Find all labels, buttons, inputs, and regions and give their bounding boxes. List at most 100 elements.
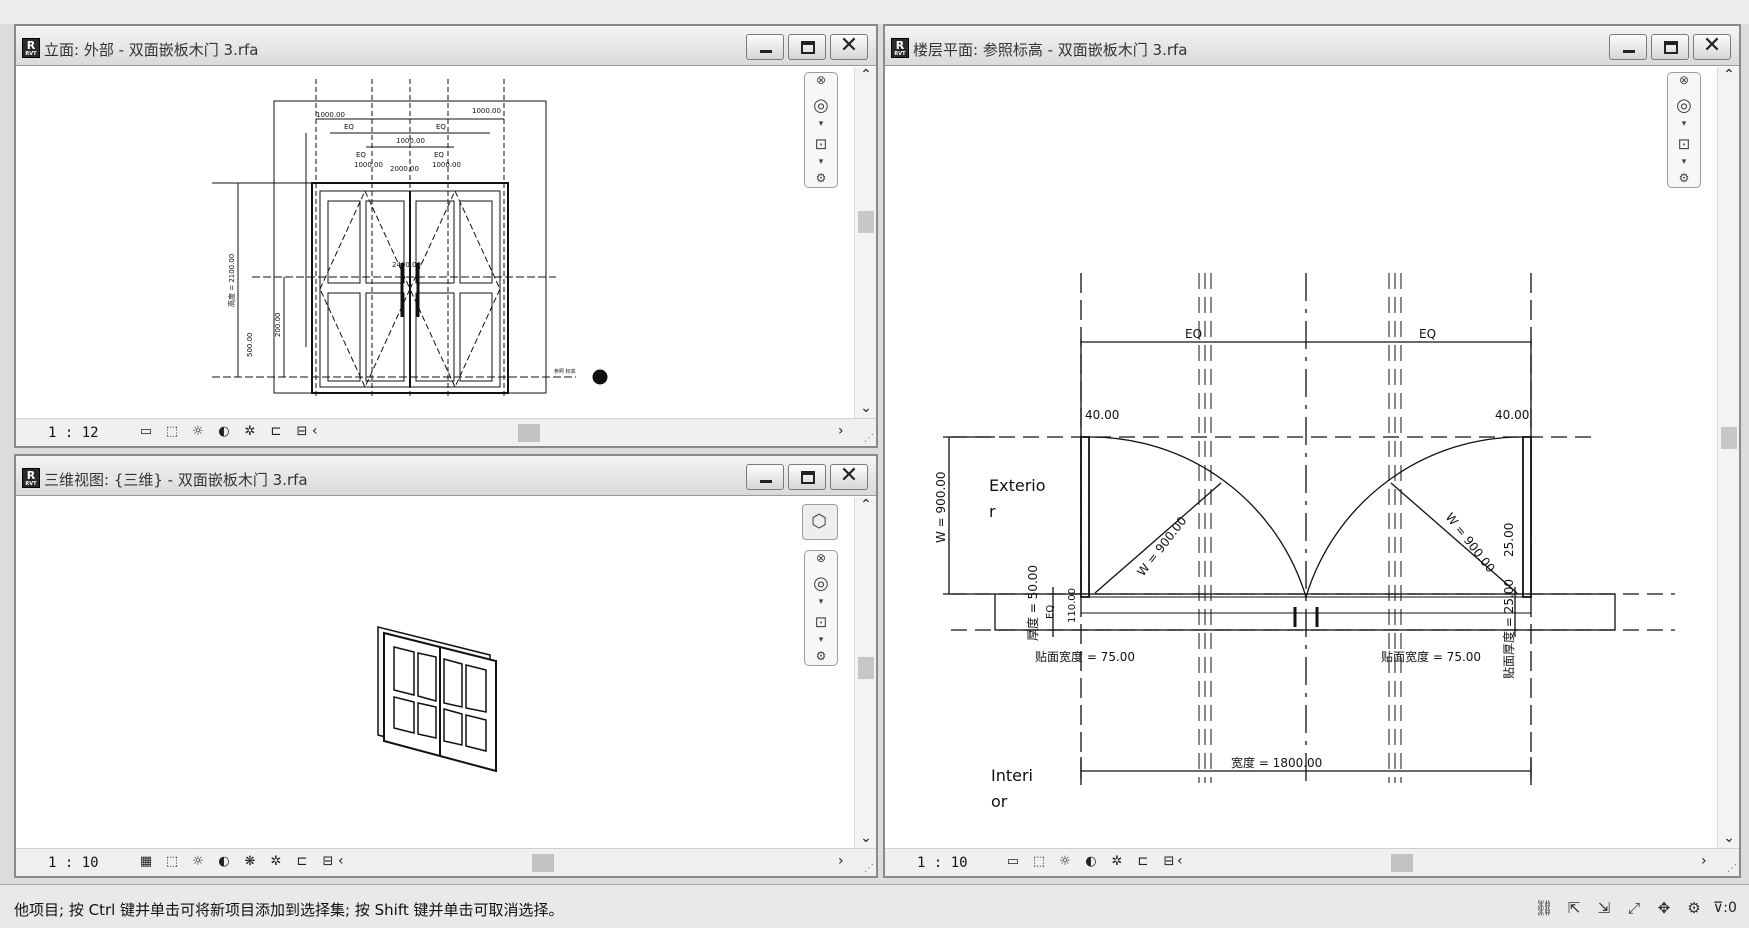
scroll-right-icon[interactable]: ›	[838, 423, 844, 439]
scroll-thumb[interactable]	[858, 211, 874, 233]
close-nav-icon[interactable]: ⊗	[1678, 73, 1690, 87]
minimize-button[interactable]	[1609, 34, 1647, 60]
horizontal-scroll-thumb[interactable]	[532, 854, 554, 872]
select-pinned-icon[interactable]: ⇲	[1597, 899, 1611, 917]
zoom-icon[interactable]: ⊡	[814, 613, 828, 631]
steering-wheel-icon[interactable]: ◎	[813, 573, 829, 594]
zoom-icon[interactable]: ⊡	[814, 135, 828, 153]
steering-wheel-icon[interactable]: ◎	[813, 95, 829, 116]
zoom-dropdown-icon[interactable]: ▾	[818, 157, 824, 167]
resize-grip-icon[interactable]: ⋰	[864, 863, 874, 874]
scroll-down-icon[interactable]: ⌄	[1723, 830, 1735, 846]
detail-level-icon[interactable]: ▭	[139, 424, 153, 439]
interior-label-1: Interi	[991, 766, 1033, 785]
viewcube[interactable]: ⬡	[802, 504, 838, 540]
view-scale[interactable]: 1 : 12	[48, 425, 99, 441]
minimize-button[interactable]	[746, 464, 784, 490]
zoom-icon[interactable]: ⊡	[1677, 135, 1691, 153]
nav-dropdown-icon[interactable]: ▾	[818, 119, 824, 129]
show-crop-icon[interactable]: ⊟	[296, 424, 308, 439]
select-by-face-icon[interactable]: ⤢	[1627, 899, 1640, 917]
show-crop-icon[interactable]: ⊟	[322, 854, 334, 869]
horizontal-scroll-thumb[interactable]	[1391, 854, 1413, 872]
view-scale[interactable]: 1 : 10	[48, 855, 99, 871]
view-scale[interactable]: 1 : 10	[917, 855, 968, 871]
select-underlay-icon[interactable]: ⇱	[1567, 899, 1581, 917]
zoom-dropdown-icon[interactable]: ▾	[1681, 157, 1687, 167]
resize-grip-icon[interactable]: ⋰	[864, 433, 874, 444]
horizontal-scroll-thumb[interactable]	[518, 424, 540, 442]
nav-dropdown-icon[interactable]: ▾	[1681, 119, 1687, 129]
navigation-bar[interactable]: ⊗ ◎ ▾ ⊡ ▾ ⚙	[804, 550, 838, 666]
crop-view-icon[interactable]: ⊏	[1137, 854, 1149, 869]
scroll-left-icon[interactable]: ‹	[312, 423, 318, 439]
scroll-down-icon[interactable]: ⌄	[860, 400, 872, 416]
navigation-bar[interactable]: ⊗ ◎ ▾ ⊡ ▾ ⚙	[804, 72, 838, 188]
close-nav-icon[interactable]: ⊗	[815, 551, 827, 565]
viewcube-icon[interactable]: ⬡	[811, 511, 827, 532]
options-icon[interactable]: ⚙	[815, 171, 827, 185]
visual-style-icon[interactable]: ⬚	[1032, 854, 1046, 869]
sun-path-icon[interactable]: ☼	[192, 854, 204, 869]
scroll-down-icon[interactable]: ⌄	[860, 830, 872, 846]
sun-path-icon[interactable]: ☼	[1059, 854, 1071, 869]
rendering-icon[interactable]: ✲	[244, 424, 256, 439]
close-icon: ✕	[839, 463, 859, 488]
w-left-label: W = 900.00	[1134, 514, 1189, 579]
crop-view-icon[interactable]: ⊏	[270, 424, 282, 439]
drag-elements-icon[interactable]: ✥	[1657, 899, 1671, 917]
scroll-right-icon[interactable]: ›	[1701, 853, 1707, 869]
scroll-left-icon[interactable]: ‹	[338, 853, 344, 869]
scroll-left-icon[interactable]: ‹	[1177, 853, 1183, 869]
drawing-canvas[interactable]: 1000.00 1000.00 EQ EQ 1000.00 EQ EQ 1000…	[16, 67, 854, 418]
minimize-button[interactable]	[746, 34, 784, 60]
resize-grip-icon[interactable]: ⋰	[1727, 863, 1737, 874]
vertical-scrollbar[interactable]: ⌃ ⌄	[854, 67, 876, 418]
rendering-icon[interactable]: ✲	[270, 854, 282, 869]
steering-wheel-icon[interactable]: ◎	[1676, 95, 1692, 116]
scroll-up-icon[interactable]: ⌃	[860, 497, 872, 513]
close-nav-icon[interactable]: ⊗	[815, 73, 827, 87]
show-crop-icon[interactable]: ⊟	[1163, 854, 1175, 869]
plan-canvas[interactable]: EQ EQ 40.00 40.00 Exterio r Interi or W …	[885, 67, 1717, 848]
scroll-thumb[interactable]	[1721, 427, 1737, 449]
maximize-button[interactable]	[788, 464, 826, 490]
render-dialog-icon[interactable]: ❋	[244, 854, 256, 869]
scroll-up-icon[interactable]: ⌃	[1723, 67, 1735, 83]
detail-level-icon[interactable]: ▦	[139, 854, 153, 869]
filter-icon[interactable]: ⊽:0	[1713, 900, 1737, 916]
vertical-scrollbar[interactable]: ⌃ ⌄	[1717, 67, 1739, 848]
close-button[interactable]: ✕	[830, 463, 868, 490]
navigation-bar[interactable]: ⊗ ◎ ▾ ⊡ ▾ ⚙	[1667, 72, 1701, 188]
crop-view-icon[interactable]: ⊏	[296, 854, 308, 869]
settings-icon[interactable]: ⚙	[1687, 899, 1701, 917]
rendering-icon[interactable]: ✲	[1111, 854, 1123, 869]
scroll-right-icon[interactable]: ›	[838, 853, 844, 869]
maximize-button[interactable]	[1651, 34, 1689, 60]
maximize-button[interactable]	[788, 34, 826, 60]
scroll-thumb[interactable]	[858, 657, 874, 679]
shadows-icon[interactable]: ◐	[218, 424, 230, 439]
sun-path-icon[interactable]: ☼	[192, 424, 204, 439]
options-icon[interactable]: ⚙	[815, 649, 827, 663]
select-links-icon[interactable]: ⛓	[1534, 899, 1554, 917]
scroll-up-icon[interactable]: ⌃	[860, 67, 872, 83]
close-button[interactable]: ✕	[830, 33, 868, 60]
vertical-scrollbar[interactable]: ⌃ ⌄	[854, 497, 876, 848]
zoom-dropdown-icon[interactable]: ▾	[818, 635, 824, 645]
detail-level-icon[interactable]: ▭	[1006, 854, 1020, 869]
nav-dropdown-icon[interactable]: ▾	[818, 597, 824, 607]
visual-style-icon[interactable]: ⬚	[165, 424, 179, 439]
shadows-icon[interactable]: ◐	[218, 854, 230, 869]
options-icon[interactable]: ⚙	[1678, 171, 1690, 185]
3d-canvas[interactable]	[16, 497, 854, 848]
visual-style-icon[interactable]: ⬚	[165, 854, 179, 869]
shadows-icon[interactable]: ◐	[1085, 854, 1097, 869]
close-button[interactable]: ✕	[1693, 33, 1731, 60]
